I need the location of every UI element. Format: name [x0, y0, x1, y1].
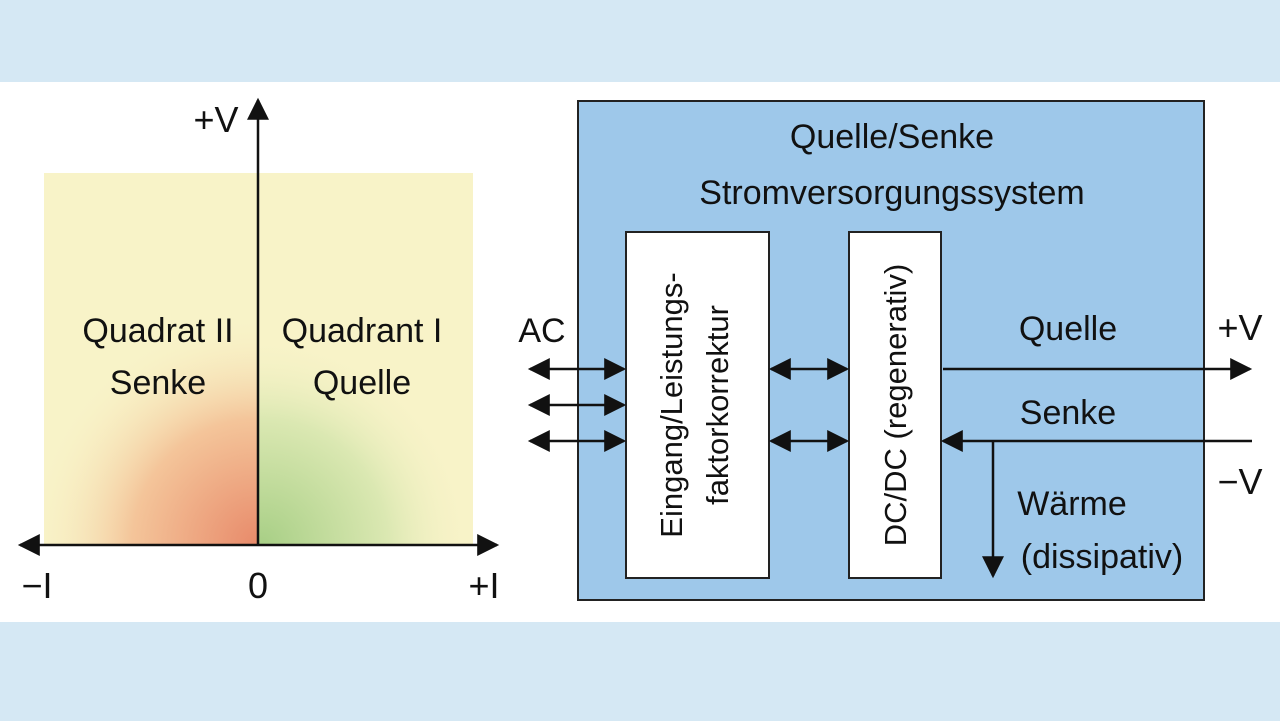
x-axis-zero-label: 0	[248, 565, 268, 606]
quadrant-i-title: Quadrant I	[282, 312, 443, 350]
pfc-block-label-line1: Eingang/Leistungs-	[654, 272, 689, 537]
ac-label: AC	[518, 312, 565, 350]
plus-v-label: +V	[1217, 307, 1262, 348]
top-band	[0, 0, 1280, 82]
y-axis-label: +V	[193, 99, 238, 140]
system-title-line2: Stromversorgungssystem	[699, 174, 1084, 212]
block-diagram: Quelle/Senke Stromversorgungssystem Eing…	[518, 100, 1263, 601]
pfc-block	[625, 231, 770, 579]
quadrant-i-subtitle: Quelle	[313, 364, 411, 402]
quadrant-i-gradient	[258, 173, 473, 545]
minus-v-label: −V	[1217, 461, 1262, 502]
quadrant-ii-title: Quadrat II	[82, 312, 233, 350]
system-title-line1: Quelle/Senke	[790, 118, 994, 156]
dcdc-block-label: DC/DC (regenerativ)	[878, 264, 913, 547]
dissipativ-label: (dissipativ)	[1021, 538, 1183, 576]
quadrant-ii-subtitle: Senke	[110, 364, 206, 402]
x-axis-neg-label: −I	[21, 565, 52, 606]
pfc-block-label-line2: faktorkorrektur	[700, 305, 735, 505]
waerme-label: Wärme	[1017, 485, 1127, 523]
quadrant-ii-gradient	[44, 173, 258, 545]
bottom-band	[0, 622, 1280, 721]
quadrant-chart: +V −I 0 +I Quadrat II Senke Quadrant I Q…	[17, 97, 500, 606]
quelle-label: Quelle	[1019, 310, 1117, 348]
senke-label: Senke	[1020, 394, 1116, 432]
x-axis-pos-label: +I	[468, 565, 499, 606]
dcdc-block	[848, 231, 942, 579]
